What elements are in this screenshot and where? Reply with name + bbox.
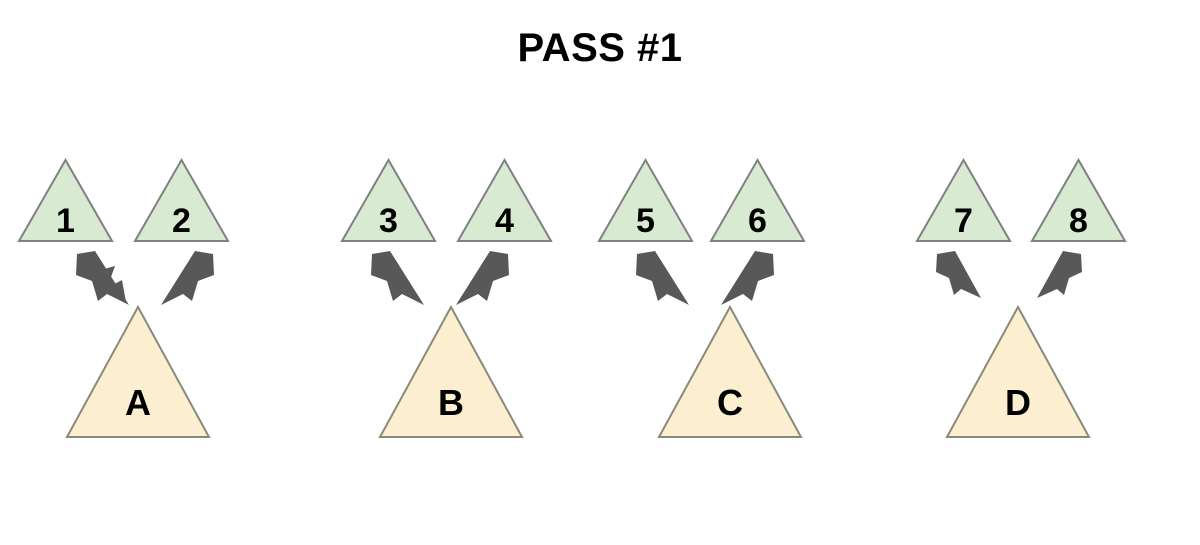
target-triangle-b[interactable]: B	[378, 304, 524, 439]
arrow-down-right-icon	[636, 251, 689, 305]
merge-group-d: 7 8 D	[903, 150, 1200, 450]
page-title: PASS #1	[517, 26, 683, 70]
source-triangle-4[interactable]: 4	[456, 157, 553, 243]
merge-arrow-left	[73, 250, 137, 308]
target-triangle-d[interactable]: D	[945, 304, 1091, 439]
merge-arrow-left	[933, 250, 997, 308]
triangle-shape	[65, 304, 211, 438]
source-triangle-7[interactable]: 7	[915, 157, 1012, 243]
triangle-shape	[657, 304, 803, 438]
arrow-down-right-icon	[371, 251, 424, 305]
source-triangle-5[interactable]: 5	[597, 157, 694, 243]
triangle-shape	[378, 304, 524, 438]
merge-group-c: 5 6 C	[585, 150, 885, 450]
arrow-down-left-icon	[456, 251, 509, 305]
triangle-shape	[915, 157, 1012, 242]
triangle-shape	[340, 157, 437, 242]
triangle-shape	[945, 304, 1091, 438]
triangle-shape	[17, 157, 114, 242]
triangle-shape	[133, 157, 230, 242]
arrow-down-left-icon	[721, 251, 774, 305]
triangle-shape	[597, 157, 694, 242]
merge-arrow-right	[713, 250, 777, 308]
triangle-shape	[456, 157, 553, 242]
source-triangle-6[interactable]: 6	[709, 157, 806, 243]
triangle-shape	[1030, 157, 1127, 242]
arrow-down-left-icon	[161, 251, 214, 305]
source-triangle-8[interactable]: 8	[1030, 157, 1127, 243]
arrow-down-right-icon	[936, 251, 981, 298]
target-triangle-c[interactable]: C	[657, 304, 803, 439]
merge-group-a: 1 2 A	[5, 150, 305, 450]
merge-group-b: 3 4 B	[328, 150, 628, 450]
source-triangle-2[interactable]: 2	[133, 157, 230, 243]
source-triangle-1[interactable]: 1	[17, 157, 114, 243]
merge-arrow-right	[448, 250, 512, 308]
target-triangle-a[interactable]: A	[65, 304, 211, 439]
arrow-down-right-icon	[76, 251, 129, 305]
arrow-down-left-icon	[1037, 251, 1082, 298]
triangle-shape	[709, 157, 806, 242]
merge-arrow-left	[633, 250, 697, 308]
merge-arrow-left	[368, 250, 432, 308]
merge-arrow-right	[153, 250, 217, 308]
merge-arrow-right	[1021, 250, 1085, 308]
source-triangle-3[interactable]: 3	[340, 157, 437, 243]
